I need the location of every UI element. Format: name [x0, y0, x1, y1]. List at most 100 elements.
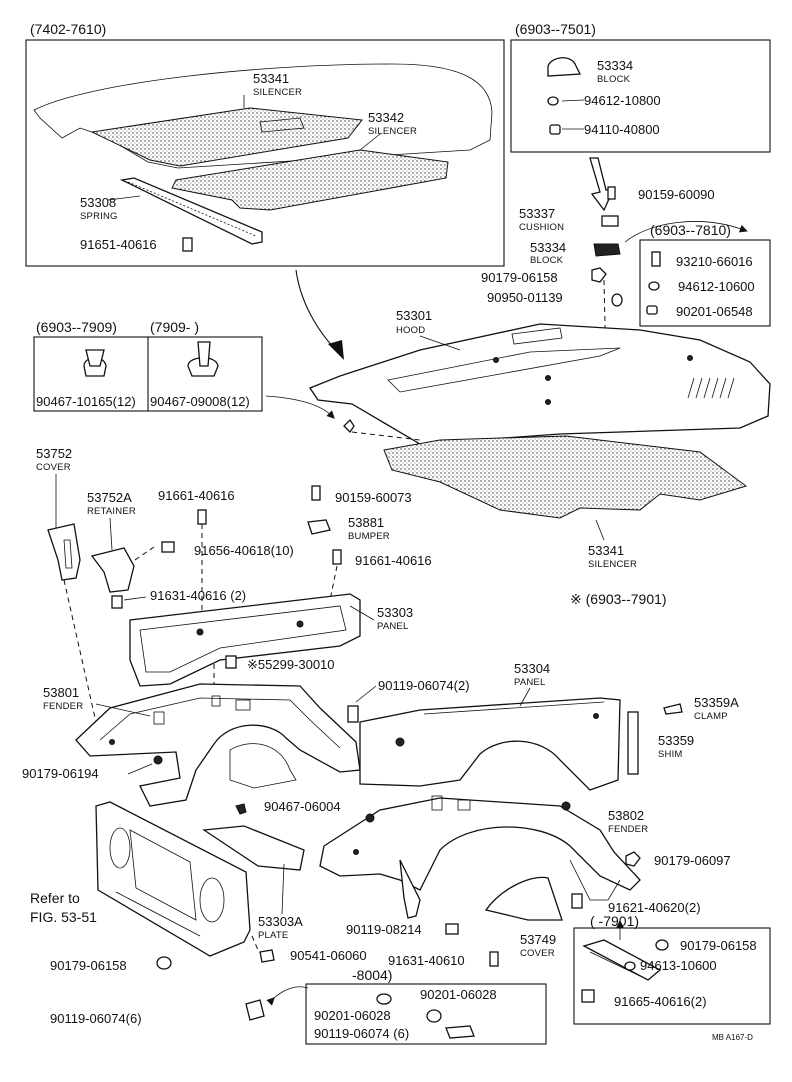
nut-90179-d [156, 956, 172, 970]
front-panel [95, 801, 251, 957]
diagram-code: MB A167-D [712, 1033, 753, 1042]
note-6903-7901: ※ (6903--7901) [570, 591, 667, 607]
screw-91631-b [489, 951, 499, 967]
panel-53303 [129, 593, 361, 687]
label-53334-a: 53334 [597, 58, 633, 73]
clamp-53359a [663, 703, 683, 715]
label-90119-a: 90119-06074(2) [378, 678, 470, 693]
label-90201-c: 90201-06028 [314, 1008, 391, 1023]
silencer-kit-box [25, 39, 505, 267]
block-kit-6903-7810 [639, 239, 771, 327]
label-90179-c: 90179-06097 [654, 853, 731, 868]
nut-90179-a [591, 267, 607, 283]
label-91665: 91665-40616(2) [614, 994, 707, 1009]
label-53342: 53342 [368, 110, 404, 125]
label-90159-a: 90159-60090 [638, 187, 715, 202]
label-53308: 53308 [80, 195, 116, 210]
label-94613: 94613-10600 [640, 958, 717, 973]
label-90179-a: 90179-06158 [481, 270, 558, 285]
label-53341-b: 53341 [588, 543, 624, 558]
label-53801: 53801 [43, 685, 79, 700]
clip-90467-c [235, 803, 247, 815]
label-53341-a-name: SILENCER [253, 87, 302, 98]
screw-90119-b [445, 923, 459, 935]
label-94110: 94110-40800 [584, 122, 660, 137]
label-53337: 53337 [519, 206, 555, 221]
label-90467-a: 90467-10165(12) [36, 394, 136, 409]
range-7402-7610: (7402-7610) [30, 21, 106, 37]
fender-53802 [319, 795, 641, 919]
silencer-53342 [171, 149, 449, 211]
label-53802-name: FENDER [608, 824, 648, 835]
label-91621: 91621-40620(2) [608, 900, 701, 915]
screw-91661-b [332, 549, 342, 565]
label-53334-a-name: BLOCK [597, 74, 631, 85]
label-53752-name: COVER [36, 462, 71, 473]
label-53308-name: SPRING [80, 211, 118, 222]
plate-53303a [202, 825, 305, 871]
label-91631-b: 91631-40610 [388, 953, 465, 968]
label-53801-name: FENDER [43, 701, 83, 712]
label-91661-b: 91661-40616 [355, 553, 432, 568]
label-53334-b: 53334 [530, 240, 566, 255]
silencer-53341-lower [383, 435, 748, 519]
kit-7901-box [573, 927, 771, 1025]
range-8004: -8004) [352, 967, 392, 983]
label-53359a: 53359A [694, 695, 739, 710]
refer-to-line1: Refer to [30, 890, 80, 906]
label-53303: 53303 [377, 605, 413, 620]
label-53752a: 53752A [87, 490, 132, 505]
screw-91631-a [111, 595, 123, 609]
cover-53752 [47, 523, 81, 581]
label-53749: 53749 [520, 932, 556, 947]
label-53303a-name: PLATE [258, 930, 288, 941]
shim-53359 [627, 711, 639, 775]
label-53342-name: SILENCER [368, 126, 417, 137]
label-91631-a: 91631-40616 (2) [150, 588, 246, 603]
label-53359: 53359 [658, 733, 694, 748]
block-53334-a [547, 57, 582, 77]
range-6903-7909: (6903--7909) [36, 319, 117, 335]
screw-90119-a [347, 705, 359, 723]
panel-53304 [359, 697, 621, 791]
label-53303a: 53303A [258, 914, 303, 929]
block-53334-b [593, 243, 621, 257]
label-53359a-name: CLAMP [694, 711, 728, 722]
hood-53301 [309, 323, 771, 445]
label-90119-c: 90119-06074 (6) [314, 1026, 409, 1041]
label-90201-a: 90201-06548 [676, 304, 753, 319]
label-53752: 53752 [36, 446, 72, 461]
label-90179-e: 90179-06158 [680, 938, 757, 953]
label-90119-d: 90119-06074(6) [50, 1011, 142, 1026]
cushion-53337 [601, 215, 619, 227]
label-53749-name: COVER [520, 948, 555, 959]
nut-90179-b [153, 755, 163, 765]
label-91656: 91656-40618(10) [194, 543, 294, 558]
label-53304: 53304 [514, 661, 550, 676]
retainer-53752a [90, 547, 135, 593]
label-53802: 53802 [608, 808, 644, 823]
label-90467-b: 90467-09008(12) [150, 394, 250, 409]
label-53341-b-name: SILENCER [588, 559, 637, 570]
range-7909: (7909- ) [150, 319, 199, 335]
silencer-53341-upper [90, 107, 363, 167]
label-53359-name: SHIM [658, 749, 683, 760]
label-53301-name: HOOD [396, 325, 425, 336]
cover-53749 [484, 876, 563, 921]
bolt-90541 [259, 949, 275, 963]
screw-90159-a [607, 186, 616, 200]
clip-boxes [33, 336, 263, 412]
label-53301: 53301 [396, 308, 432, 323]
label-90159-b: 90159-60073 [335, 490, 412, 505]
label-90467-c: 90467-06004 [264, 799, 341, 814]
spring-53308 [119, 177, 263, 245]
label-90541: 90541-06060 [290, 948, 367, 963]
label-94612-a: 94612-10800 [584, 93, 661, 108]
label-53303-name: PANEL [377, 621, 408, 632]
label-90119-b: 90119-08214 [346, 922, 422, 937]
range-6903-7810: (6903--7810) [650, 222, 731, 238]
block-kit-6903-7501 [510, 39, 771, 153]
label-53881-name: BUMPER [348, 531, 390, 542]
screw-90159-b [311, 485, 321, 501]
